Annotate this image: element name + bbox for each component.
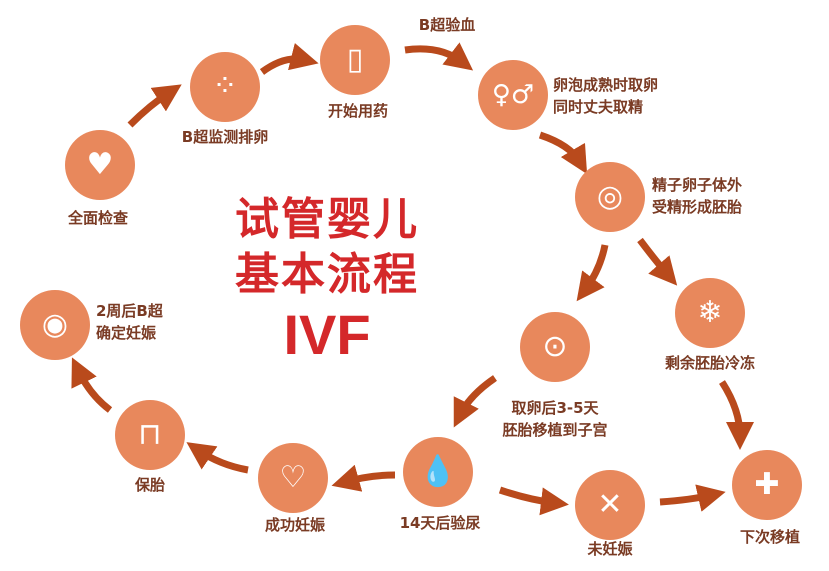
hospital-icon: ✚ (732, 450, 802, 520)
arrow-fertilization-to-freeze (637, 237, 678, 286)
step-label-retrieval: 卵泡成熟时取卵 同时丈夫取精 (553, 74, 658, 118)
step-label-protect: 保胎 (134, 476, 166, 494)
step-label-ovulation: B超监测排卵 (181, 128, 269, 146)
bed-rest-icon: ⊓ (115, 400, 185, 470)
step-label-transfer-line2: 胚胎移植到子宫 (502, 421, 608, 439)
title-line-1: 试管婴儿 (235, 194, 419, 245)
step-label-fertilization-line1: 精子卵子体外 (652, 176, 743, 194)
step-label-transfer-line1: 取卵后3-5天 (511, 399, 599, 417)
snowflake-icon: ❄ (675, 278, 745, 348)
step-label-next: 下次移植 (739, 528, 801, 546)
step-label-medication: 开始用药 (327, 102, 389, 120)
heart-pulse-icon: ♥ (65, 130, 135, 200)
arrow-medication-to-retrieval (404, 42, 474, 71)
step-label-notpregnant: 未妊娠 (587, 540, 633, 558)
arrow-urine-to-pregnant (331, 464, 396, 492)
step-label-confirm: 2周后B超 确定妊娠 (96, 300, 163, 344)
step-label-transfer: 取卵后3-5天 胚胎移植到子宫 (502, 397, 607, 441)
step-label-confirm-line1: 2周后B超 (96, 302, 163, 320)
arrow-exam-to-ovulation (127, 84, 182, 128)
step-label-retrieval-line1: 卵泡成熟时取卵 (553, 76, 659, 94)
step-label-freeze: 剩余胚胎冷冻 (664, 354, 756, 372)
step-label-fertilization: 精子卵子体外 受精形成胚胎 (652, 174, 742, 218)
step-label-confirm-line2: 确定妊娠 (96, 324, 157, 342)
arrow-fertilization-to-transfer (576, 244, 609, 302)
arrow-pregnant-to-protect (186, 442, 249, 474)
gender-symbols-icon: ♀♂ (478, 60, 548, 130)
step-label-pregnant: 成功妊娠 (264, 516, 326, 534)
arrow-urine-to-notpregnant (498, 486, 569, 516)
diagram-title: 试管婴儿 基本流程 IVF (222, 192, 432, 368)
arrow-protect-to-confirm (71, 357, 113, 413)
arrow-ovulation-to-medication (259, 43, 319, 75)
arrow-notpregnant-to-next (659, 484, 726, 512)
arrow-retrieval-to-fertilization (538, 131, 588, 175)
pregnant-cross-icon: ✕ (575, 470, 645, 540)
pregnant-heart-icon: ♡ (258, 443, 328, 513)
fetus-icon: ◉ (20, 290, 90, 360)
arrow-freeze-to-next (719, 380, 754, 450)
step-label-retrieval-line2: 同时丈夫取精 (553, 98, 644, 116)
step-label-fertilization-line2: 受精形成胚胎 (652, 198, 743, 216)
ultrasound-follicles-icon: ⁘ (190, 52, 260, 122)
sperm-egg-icon: ◎ (575, 162, 645, 232)
medicine-bottle-icon: ▯ (320, 25, 390, 95)
step-label-exam: 全面检查 (67, 209, 129, 227)
title-ivf: IVF (283, 303, 371, 366)
drop-icon: 💧 (403, 437, 473, 507)
step-label-urine: 14天后验尿 (399, 514, 481, 532)
arrow-transfer-to-urine (453, 375, 497, 428)
title-line-2: 基本流程 (235, 249, 419, 300)
step-label-blood: B超验血 (418, 16, 476, 34)
hands-embryo-icon: ⊙ (520, 312, 590, 382)
